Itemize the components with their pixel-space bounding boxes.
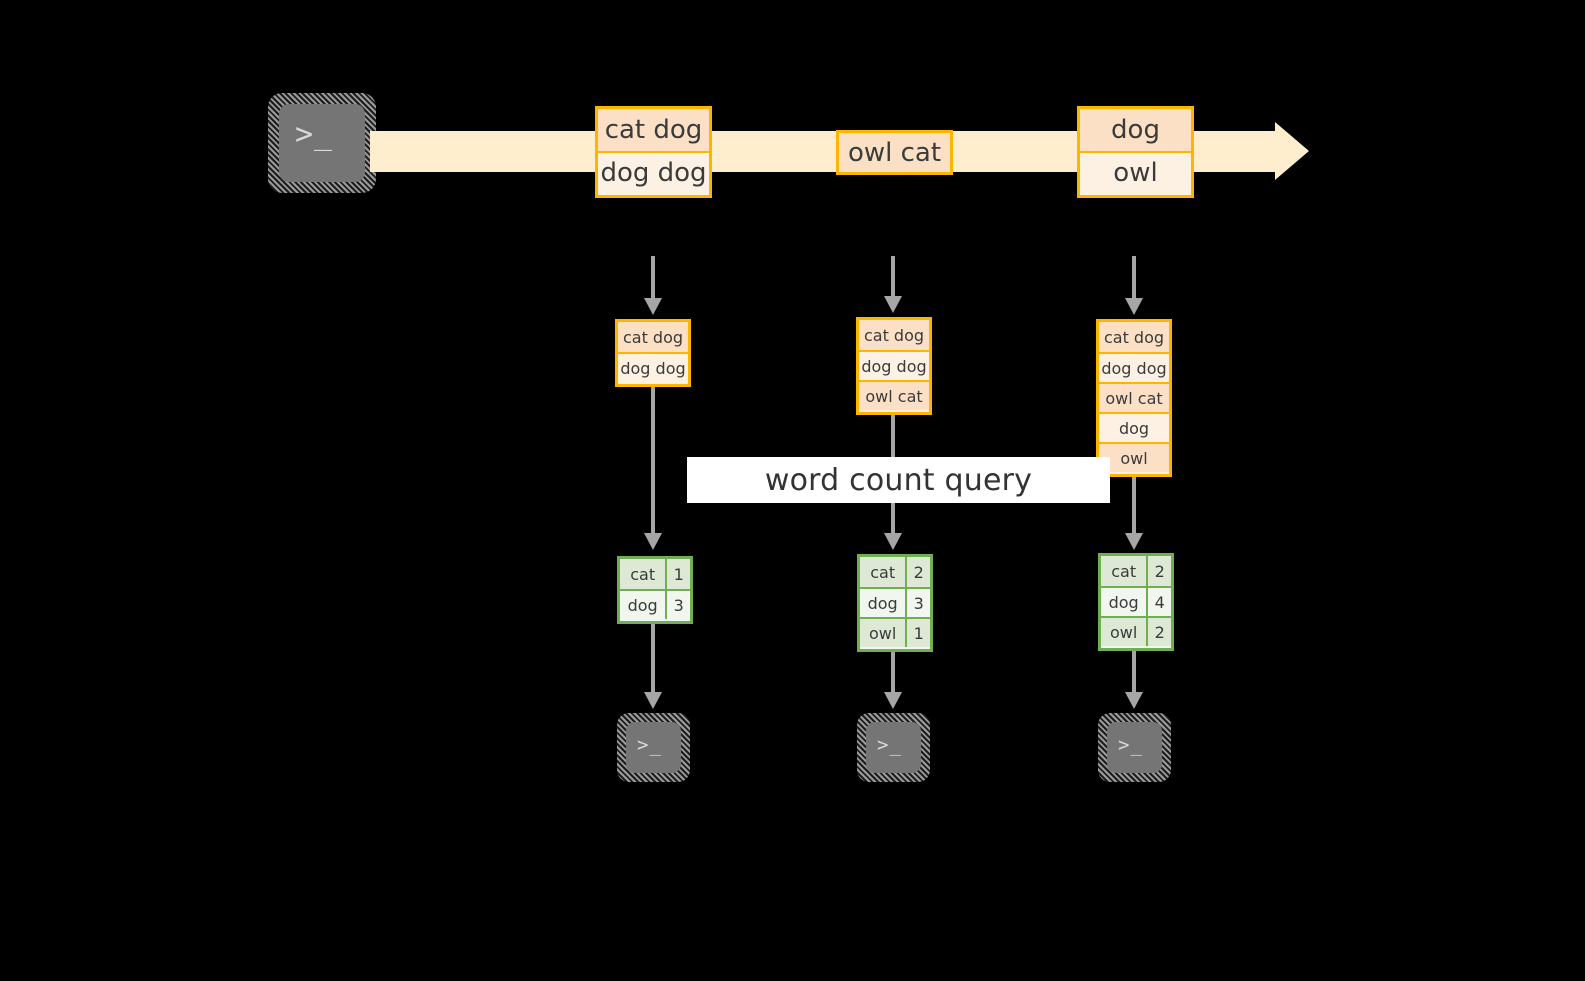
query-connector-arrowhead [884, 533, 902, 550]
snapshot-line: cat dog [1099, 322, 1169, 352]
query-connector-arrowhead [644, 533, 662, 550]
stream-record-2: owl cat [836, 130, 953, 175]
table-row: cat 1 [620, 559, 690, 589]
query-connector-arrowhead [1125, 533, 1143, 550]
result-word: dog [1101, 588, 1147, 616]
snapshot-line: dog dog [859, 350, 929, 380]
result-count: 1 [665, 559, 690, 589]
sink-connector-2 [891, 652, 895, 694]
result-count: 3 [905, 589, 930, 617]
snapshot-line: dog dog [618, 352, 688, 382]
terminal-screen: >_ [1107, 722, 1162, 773]
result-count: 2 [905, 557, 930, 587]
result-table-1: cat 1 dog 3 [617, 556, 693, 624]
snapshot-line: owl cat [1099, 382, 1169, 412]
table-row: dog 3 [860, 587, 930, 617]
sink-terminal-2[interactable]: >_ [857, 713, 930, 782]
stream-record-line: dog dog [598, 151, 709, 193]
query-label-band: word count query [687, 457, 1110, 503]
stream-record-line: owl [1080, 151, 1191, 193]
result-word: owl [1101, 618, 1147, 646]
result-word: dog [620, 591, 666, 619]
stream-arrowhead [1275, 122, 1309, 180]
result-count: 4 [1146, 588, 1171, 616]
snapshot-line: cat dog [618, 322, 688, 352]
result-word: dog [860, 589, 906, 617]
result-table-3: cat 2 dog 4 owl 2 [1098, 553, 1174, 651]
result-word: owl [860, 619, 906, 647]
terminal-prompt-icon: >_ [637, 734, 662, 756]
query-connector-3 [1132, 477, 1136, 535]
stream-record-3: dog owl [1077, 106, 1194, 198]
sink-terminal-3[interactable]: >_ [1098, 713, 1171, 782]
source-terminal[interactable]: >_ [268, 93, 376, 193]
dashed-connector-arrowhead [644, 298, 662, 315]
sink-connector-3 [1132, 651, 1136, 694]
snapshot-stack-3: cat dog dog dog owl cat dog owl [1096, 319, 1172, 477]
dashed-connector-2 [891, 256, 895, 298]
terminal-screen: >_ [866, 722, 921, 773]
query-connector-1 [651, 387, 655, 535]
snapshot-line: owl [1099, 442, 1169, 472]
terminal-prompt-icon: >_ [295, 117, 334, 152]
stream-record-1: cat dog dog dog [595, 106, 712, 198]
result-word: cat [1101, 556, 1147, 586]
stream-record-line: cat dog [598, 109, 709, 151]
stream-record-line: owl cat [839, 133, 950, 172]
table-row: cat 2 [1101, 556, 1171, 586]
snapshot-line: dog [1099, 412, 1169, 442]
table-row: owl 2 [1101, 616, 1171, 646]
result-count: 1 [905, 619, 930, 647]
stream-record-line: dog [1080, 109, 1191, 151]
result-count: 2 [1146, 556, 1171, 586]
result-table-2: cat 2 dog 3 owl 1 [857, 554, 933, 652]
dashed-connector-arrowhead [1125, 298, 1143, 315]
snapshot-stack-1: cat dog dog dog [615, 319, 691, 387]
terminal-screen: >_ [626, 722, 681, 773]
result-count: 3 [665, 591, 690, 619]
snapshot-line: cat dog [859, 320, 929, 350]
snapshot-line: owl cat [859, 380, 929, 410]
dashed-connector-1 [651, 256, 655, 300]
dashed-connector-3 [1132, 256, 1136, 300]
terminal-screen: >_ [279, 104, 365, 182]
result-word: cat [860, 557, 906, 587]
sink-connector-1 [651, 624, 655, 694]
query-label-text: word count query [764, 462, 1033, 498]
table-row: owl 1 [860, 617, 930, 647]
sink-connector-arrowhead [1125, 692, 1143, 709]
snapshot-line: dog dog [1099, 352, 1169, 382]
sink-connector-arrowhead [884, 692, 902, 709]
table-row: cat 2 [860, 557, 930, 587]
result-count: 2 [1146, 618, 1171, 646]
sink-terminal-1[interactable]: >_ [617, 713, 690, 782]
table-row: dog 4 [1101, 586, 1171, 616]
snapshot-stack-2: cat dog dog dog owl cat [856, 317, 932, 415]
terminal-prompt-icon: >_ [1118, 734, 1143, 756]
result-word: cat [620, 559, 666, 589]
table-row: dog 3 [620, 589, 690, 619]
terminal-prompt-icon: >_ [877, 734, 902, 756]
dashed-connector-arrowhead [884, 296, 902, 313]
sink-connector-arrowhead [644, 692, 662, 709]
